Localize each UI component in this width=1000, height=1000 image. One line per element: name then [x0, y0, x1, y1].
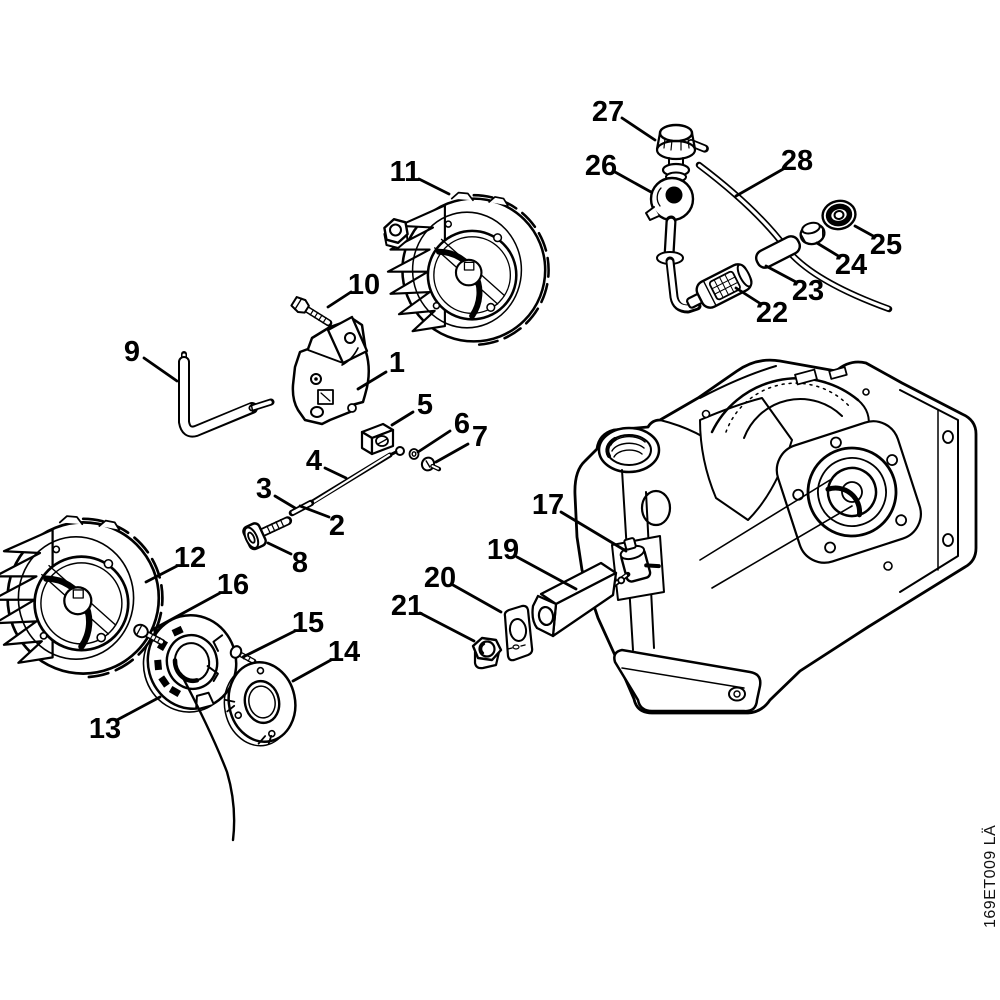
- leader-line-8: [266, 541, 293, 556]
- flywheel-12: [0, 516, 162, 677]
- callout-27: 27: [592, 96, 624, 128]
- leader-line-20: [451, 583, 503, 614]
- part-13-pawl-carrier: [142, 613, 238, 713]
- leader-line-16: [150, 591, 222, 632]
- starter-rope: [179, 672, 236, 842]
- callout-14: 14: [328, 636, 360, 668]
- leader-line-12: [144, 564, 179, 584]
- callout-5: 5: [417, 389, 433, 421]
- callout-9: 9: [124, 336, 140, 368]
- leader-line-26: [613, 170, 653, 194]
- callout-10: 10: [348, 269, 380, 301]
- part-16-screw: [133, 623, 166, 646]
- leader-line-19: [515, 555, 578, 591]
- part-5-connector: [360, 422, 395, 456]
- callout-19: 19: [487, 534, 519, 566]
- part-8-bolt: [242, 516, 293, 551]
- part-1-ignition-coil: [291, 315, 370, 426]
- callout-6: 6: [454, 408, 470, 440]
- callout-17: 17: [532, 489, 564, 521]
- leader-line-25: [853, 224, 877, 239]
- callout-13: 13: [89, 713, 121, 745]
- part-20-plate: [503, 604, 534, 662]
- leader-line-5: [390, 410, 415, 427]
- leader-line-17: [559, 510, 628, 553]
- callout-8: 8: [292, 547, 308, 579]
- callout-23: 23: [792, 275, 824, 307]
- leader-line-27: [620, 116, 657, 142]
- part-10-screw: [290, 296, 333, 327]
- part-25-ring: [821, 199, 857, 231]
- leader-line-24: [815, 241, 842, 259]
- crankcase: [573, 358, 978, 715]
- part-6-washer: [408, 448, 420, 460]
- callout-3: 3: [256, 473, 272, 505]
- callout-1: 1: [389, 347, 405, 379]
- callout-15: 15: [292, 607, 324, 639]
- leader-line-7: [434, 442, 470, 464]
- flywheel-nut: [383, 218, 409, 249]
- leader-line-9: [142, 356, 179, 383]
- callout-24: 24: [835, 249, 867, 281]
- leader-line-22: [734, 286, 763, 306]
- callout-28: 28: [781, 145, 813, 177]
- part-7-screw: [420, 456, 442, 472]
- part-24-bush: [799, 221, 826, 246]
- oil-pickup-tube: [656, 215, 702, 314]
- part-21-nut: [471, 636, 503, 670]
- part-23-pin: [754, 235, 802, 269]
- leader-line-10: [326, 290, 353, 309]
- part-14-cover-plate: [223, 661, 297, 747]
- callout-7: 7: [472, 421, 488, 453]
- callout-4: 4: [306, 445, 322, 477]
- part-27-vent-cap: [655, 123, 709, 183]
- leader-line-2: [298, 504, 331, 519]
- callout-22: 22: [756, 297, 788, 329]
- leader-line-21: [418, 611, 476, 643]
- callout-26: 26: [585, 150, 617, 182]
- callout-11: 11: [390, 156, 421, 188]
- leader-line-23: [764, 264, 798, 284]
- part-22-filter: [686, 263, 753, 309]
- part-9-rod: [178, 351, 275, 438]
- leader-line-15: [241, 629, 297, 659]
- leader-line-1: [356, 370, 388, 391]
- part-15-screw: [229, 645, 257, 665]
- leader-line-13: [115, 695, 162, 722]
- leader-line-28: [734, 166, 787, 198]
- callout-25: 25: [870, 229, 902, 261]
- callout-21: 21: [391, 590, 423, 622]
- leader-line-4: [323, 466, 348, 480]
- leader-line-6: [416, 429, 452, 454]
- flywheel-11: [388, 193, 549, 345]
- callout-2: 2: [329, 510, 345, 542]
- callout-16: 16: [217, 569, 249, 601]
- part-19-bracket: [531, 561, 618, 638]
- leader-line-11: [417, 177, 451, 196]
- callout-12: 12: [174, 542, 206, 574]
- leader-line-14: [291, 658, 333, 683]
- part-26-grommet: [645, 176, 695, 222]
- callout-20: 20: [424, 562, 456, 594]
- leader-line-3: [273, 494, 297, 510]
- part-code-label: 169ET009 LÄ: [981, 825, 999, 928]
